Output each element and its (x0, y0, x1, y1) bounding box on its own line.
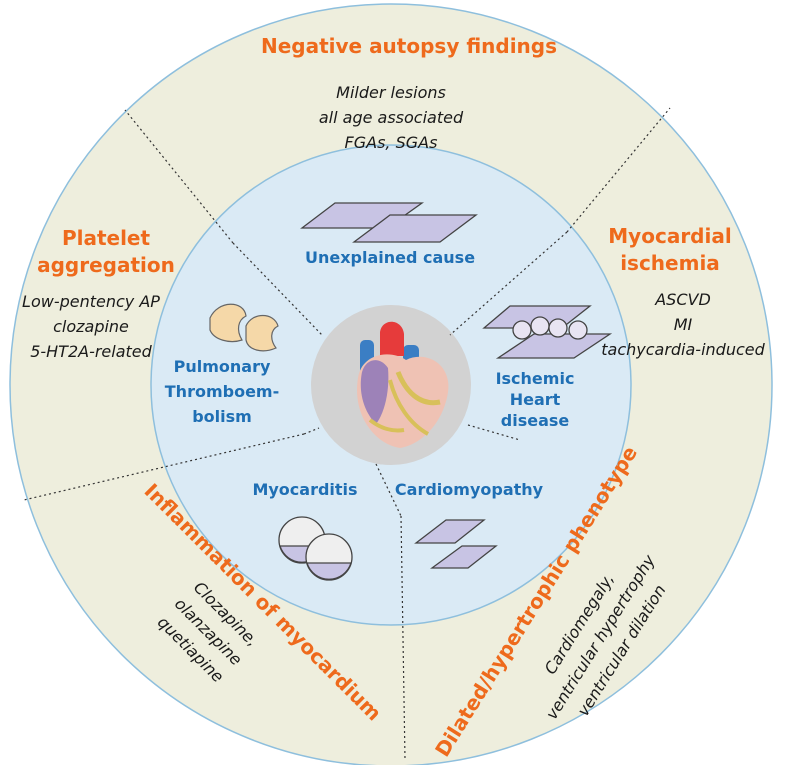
embolism-label-3: bolism (192, 407, 252, 426)
left-desc-2: clozapine (53, 317, 129, 336)
unexplained-cause-label: Unexplained cause (305, 248, 475, 267)
cells-with-plaque-icon (482, 305, 613, 359)
ischemic-label-1: Ischemic (496, 369, 575, 388)
right-title-2: ischemia (620, 251, 720, 275)
heart-icon (357, 321, 449, 448)
right-title-1: Myocardial (608, 224, 731, 248)
top-desc-1: Milder lesions (336, 83, 446, 102)
right-desc-2: MI (674, 315, 693, 334)
left-desc-3: 5-HT2A-related (30, 342, 152, 361)
embolism-label-2: Thromboem- (165, 382, 279, 401)
top-outer-title: Negative autopsy findings (261, 34, 557, 58)
elongated-cells-icon (300, 202, 478, 243)
myocarditis-label: Myocarditis (252, 480, 357, 499)
round-inflamed-cells-icon (278, 516, 353, 581)
left-title-2: aggregation (37, 253, 175, 277)
left-desc-1: Low-pentency AP (22, 292, 160, 311)
left-title-1: Platelet (62, 226, 151, 250)
top-desc-3: FGAs, SGAs (345, 133, 438, 152)
ischemic-label-2: Heart (510, 390, 561, 409)
right-desc-1: ASCVD (654, 290, 711, 309)
embolism-label-1: Pulmonary (174, 357, 271, 376)
cardiomyopathy-label: Cardiomyopathy (395, 480, 544, 499)
spindle-cells-icon (414, 519, 498, 569)
platelet-clumps-icon (209, 303, 279, 352)
inner-dividers (232, 231, 568, 517)
ischemic-label-3: disease (501, 411, 570, 430)
outer-dividers (23, 107, 671, 761)
top-desc-2: all age associated (319, 108, 464, 127)
right-desc-3: tachycardia-induced (601, 340, 765, 359)
